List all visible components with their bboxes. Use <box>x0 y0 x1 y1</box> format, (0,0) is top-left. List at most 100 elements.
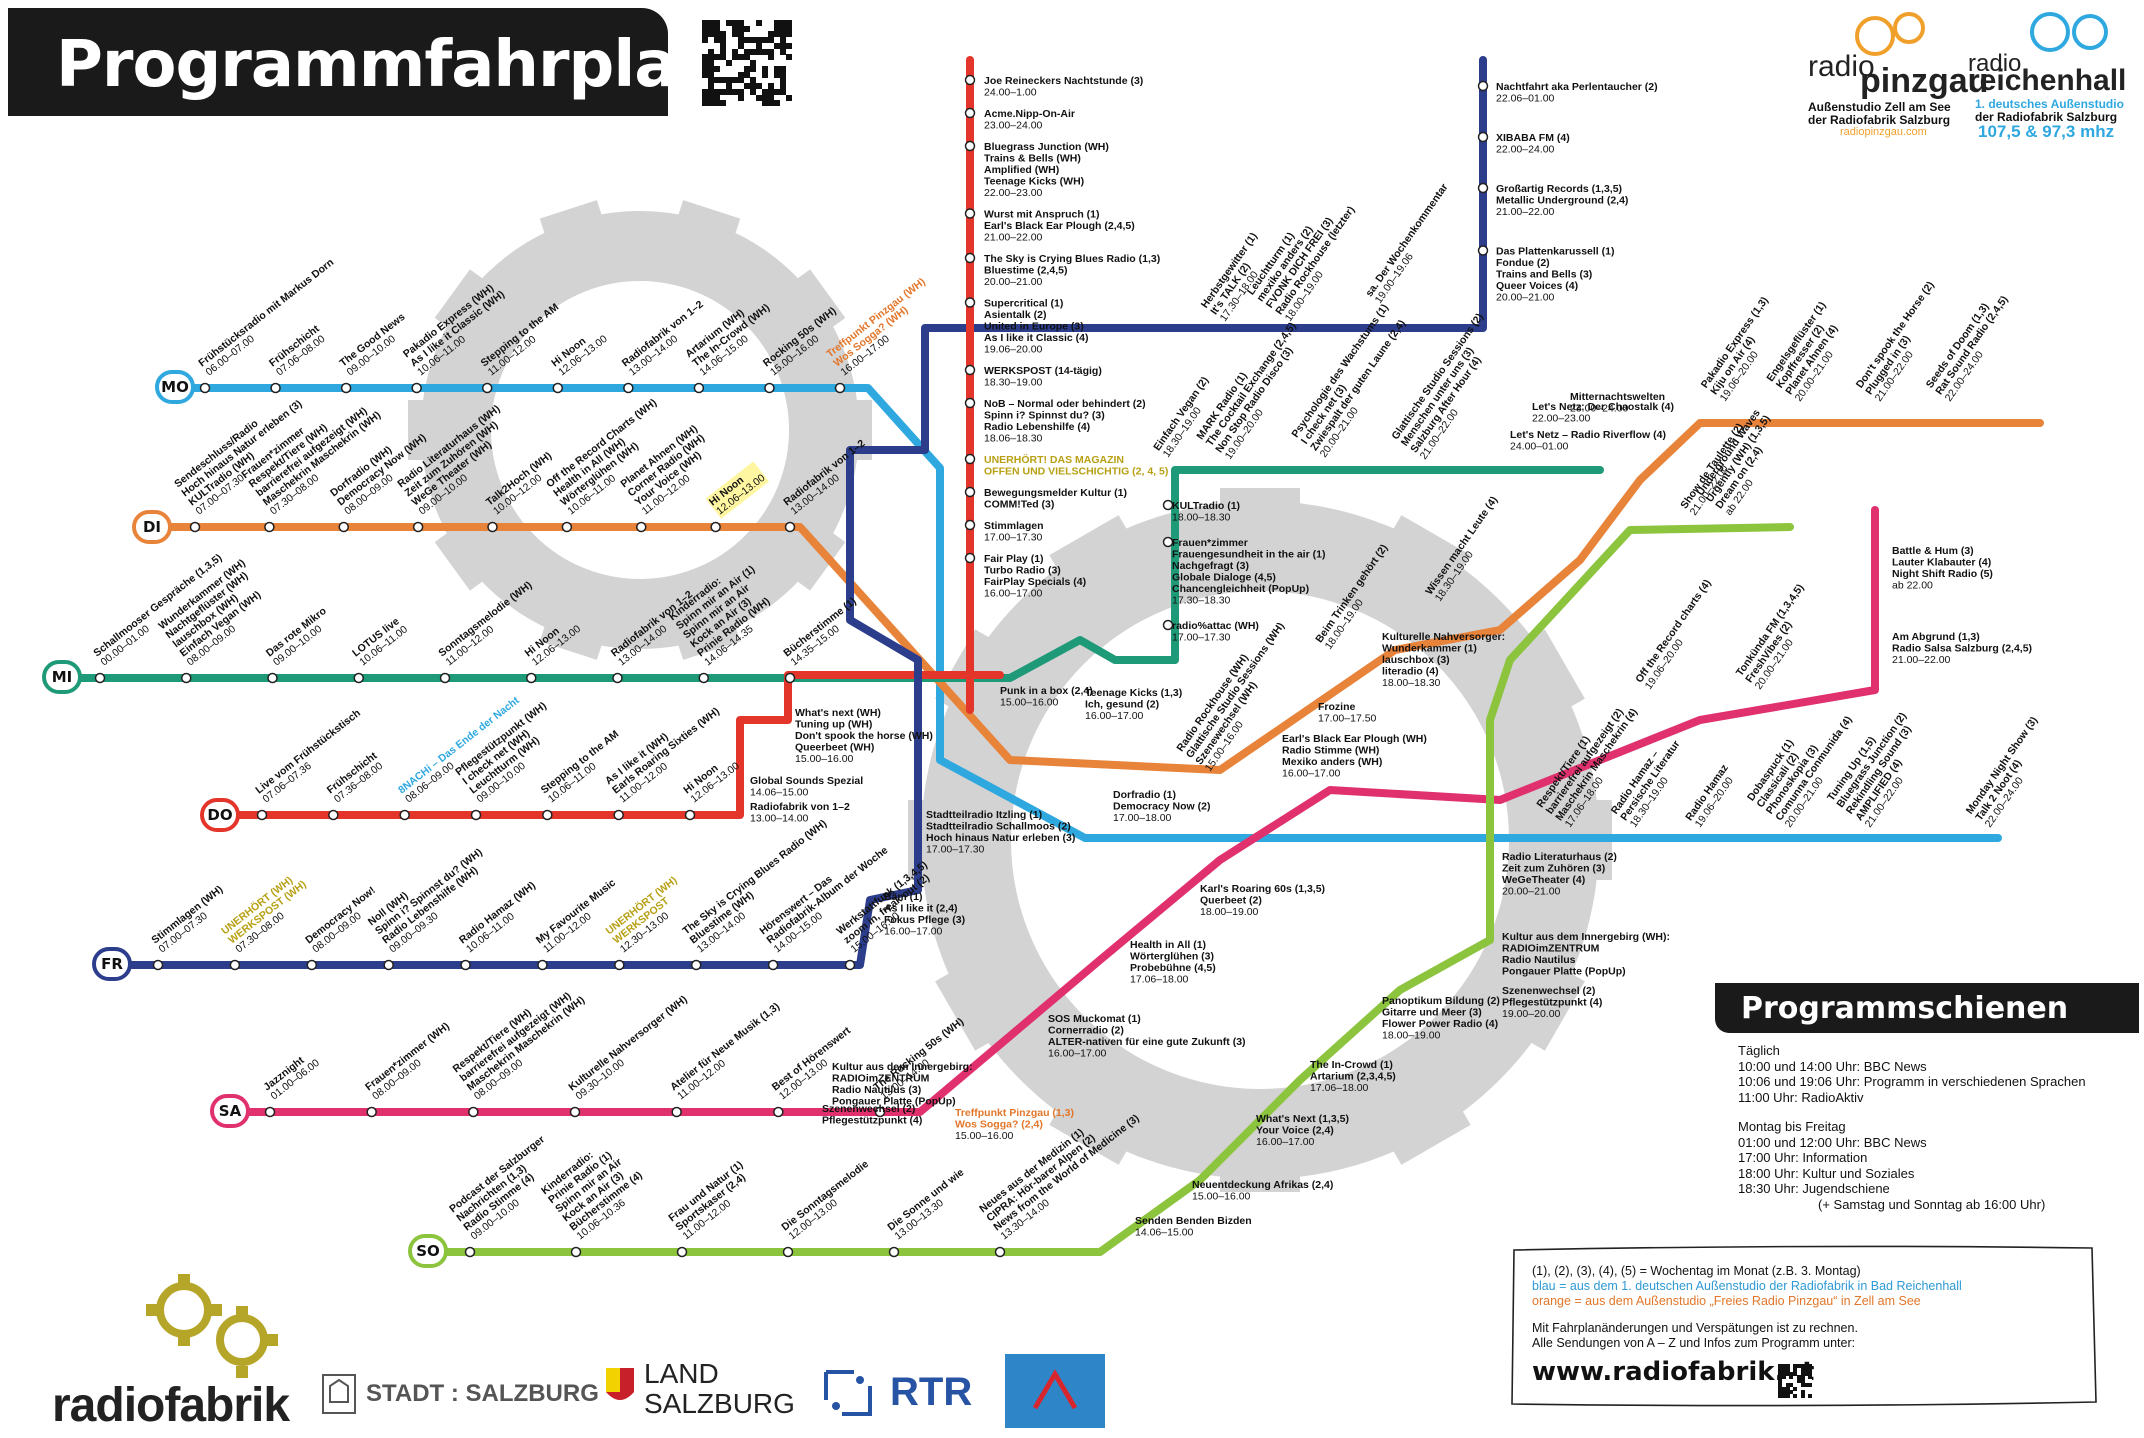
station-stop[interactable] <box>834 382 846 394</box>
station-stop[interactable] <box>964 552 976 564</box>
station-stop[interactable] <box>229 959 241 971</box>
line-badge-fr[interactable]: FR <box>92 947 132 981</box>
station-stop[interactable] <box>964 397 976 409</box>
station-stop[interactable] <box>561 521 573 533</box>
station-stop[interactable] <box>1477 245 1489 256</box>
station-stop[interactable] <box>964 74 976 86</box>
station-stop[interactable] <box>468 1106 479 1118</box>
station-stop[interactable] <box>690 959 702 971</box>
stop-name: Radio Nautilus <box>1502 954 1576 966</box>
line-badge-di[interactable]: DI <box>132 510 172 544</box>
station-stop[interactable] <box>844 959 856 971</box>
station-stop[interactable] <box>614 959 625 971</box>
website-link[interactable]: www.radiofabrik.at <box>1532 1357 1815 1387</box>
station-stop[interactable] <box>487 521 498 533</box>
stop-time: 16.00–17.00 <box>1085 710 1144 722</box>
station-stop[interactable] <box>767 959 779 971</box>
station-stop[interactable] <box>270 382 281 394</box>
station-stop[interactable] <box>256 809 268 821</box>
station-stop[interactable] <box>636 521 647 533</box>
stop-name: Supercritical (1) <box>984 298 1063 310</box>
station-stop[interactable] <box>552 382 564 394</box>
station-label: Teenage Kicks (1,3)Ich, gesund (2)16.00–… <box>1085 687 1182 722</box>
station-stop[interactable] <box>340 382 352 394</box>
station-stop[interactable] <box>684 809 696 821</box>
station-stop[interactable] <box>570 1246 582 1258</box>
station-stop[interactable] <box>569 1106 581 1118</box>
stop-time: 18.30–19.00 <box>984 377 1043 389</box>
line-badge-mo[interactable]: MO <box>155 370 195 404</box>
stop-name: Queerbeet (WH) <box>795 742 874 754</box>
station-stop[interactable] <box>470 809 482 821</box>
station-stop[interactable] <box>782 1246 794 1258</box>
station-stop[interactable] <box>399 809 410 821</box>
stop-name: Frauengesundheit in the air (1) <box>1172 549 1325 561</box>
line-badge-do[interactable]: DO <box>200 798 240 832</box>
land-crest-icon <box>606 1368 634 1400</box>
station-stop[interactable] <box>964 107 976 119</box>
station-stop[interactable] <box>1162 619 1174 631</box>
station-label: Planet Ahnen (WH)Corner Radio (WH)Your V… <box>618 423 706 518</box>
station-stop[interactable] <box>994 1246 1006 1258</box>
station-stop[interactable] <box>460 959 471 971</box>
station-stop[interactable] <box>439 672 451 684</box>
station-stop[interactable] <box>542 809 553 821</box>
station-stop[interactable] <box>964 140 976 152</box>
line-badge-so[interactable]: SO <box>408 1234 448 1268</box>
station-stop[interactable] <box>784 672 796 684</box>
station-stop[interactable] <box>874 1106 886 1118</box>
station-stop[interactable] <box>773 1106 784 1118</box>
station-stop[interactable] <box>1477 80 1489 92</box>
station-stop[interactable] <box>152 959 164 971</box>
station-stop[interactable] <box>199 382 211 394</box>
station-stop[interactable] <box>264 1106 276 1118</box>
station-stop[interactable] <box>710 521 721 533</box>
stop-name: UNERHÖRT! DAS MAGAZIN <box>984 453 1124 466</box>
station-stop[interactable] <box>964 364 976 376</box>
station-stop[interactable] <box>328 809 339 821</box>
station-stop[interactable] <box>181 672 192 684</box>
station-stop[interactable] <box>481 382 493 394</box>
station-label: Radio Hamaz –Persische Literatur18.30–19… <box>1609 738 1683 829</box>
station-stop[interactable] <box>464 1246 476 1258</box>
station-stop[interactable] <box>189 521 201 533</box>
station-stop[interactable] <box>537 959 548 971</box>
rundfunk-fonds-logo[interactable] <box>1005 1354 1105 1428</box>
station-stop[interactable] <box>676 1246 688 1258</box>
station-stop[interactable] <box>306 959 318 971</box>
station-stop[interactable] <box>693 382 705 394</box>
station-stop[interactable] <box>411 382 422 394</box>
station-stop[interactable] <box>964 252 976 264</box>
station-stop[interactable] <box>671 1106 682 1118</box>
station-stop[interactable] <box>964 453 976 465</box>
station-stop[interactable] <box>623 382 634 394</box>
station-stop[interactable] <box>964 297 976 308</box>
station-stop[interactable] <box>764 382 775 394</box>
station-stop[interactable] <box>1477 182 1489 194</box>
station-stop[interactable] <box>264 521 275 533</box>
station-stop[interactable] <box>964 208 976 219</box>
station-stop[interactable] <box>526 672 537 684</box>
station-stop[interactable] <box>964 486 976 498</box>
qr-code[interactable] <box>702 20 792 107</box>
station-stop[interactable] <box>784 521 796 533</box>
station-stop[interactable] <box>267 672 278 684</box>
station-stop[interactable] <box>366 1106 377 1118</box>
station-stop[interactable] <box>353 672 364 684</box>
line-badge-sa[interactable]: SA <box>210 1094 250 1128</box>
line-badge-mi[interactable]: MI <box>42 660 82 694</box>
qr-code-small[interactable] <box>1778 1364 1813 1399</box>
station-stop[interactable] <box>94 672 106 684</box>
station-stop[interactable] <box>612 672 623 684</box>
station-stop[interactable] <box>1477 131 1489 143</box>
station-stop[interactable] <box>412 521 424 533</box>
station-stop[interactable] <box>1162 499 1174 511</box>
station-stop[interactable] <box>383 959 394 971</box>
station-stop[interactable] <box>698 672 709 684</box>
station-stop[interactable] <box>613 809 624 821</box>
station-stop[interactable] <box>964 519 976 531</box>
station-stop[interactable] <box>1162 536 1174 548</box>
stop-name: Let's Netz – Radio Riverflow (4) <box>1510 429 1666 441</box>
station-stop[interactable] <box>888 1246 900 1258</box>
station-stop[interactable] <box>338 521 349 533</box>
